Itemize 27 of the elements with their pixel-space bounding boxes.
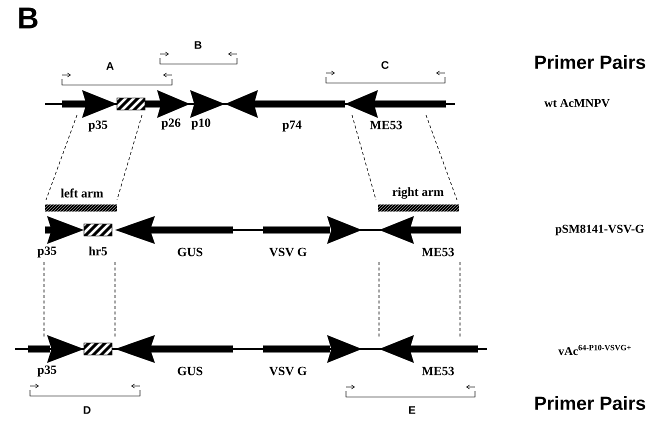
panel-letter: B bbox=[19, 8, 38, 28]
gene-label: VSV G bbox=[269, 248, 307, 256]
gene-label: p26 bbox=[161, 118, 180, 130]
gene-label: p74 bbox=[282, 120, 302, 132]
construct-name: $\text{\bfseries vAc}^{\text{\bfseries 64-P10-VSVG+}}$ bbox=[558, 344, 631, 356]
primer-pair-letter: D bbox=[84, 406, 91, 414]
arm-label: left arm bbox=[60, 188, 104, 198]
gene-label: p35 bbox=[37, 366, 56, 376]
gene-label: p35 bbox=[88, 120, 108, 132]
primer-pair-letter: B bbox=[194, 41, 202, 49]
gene-label: ME53 bbox=[422, 248, 454, 256]
primer-pair-letter: A bbox=[106, 62, 114, 70]
gene-label: VSV G bbox=[269, 366, 307, 376]
gene-label: p35 bbox=[37, 246, 56, 258]
gene-label: p10 bbox=[191, 118, 210, 130]
primer-pair-letter: C bbox=[382, 61, 389, 69]
construct-name: wt AcMNPV bbox=[544, 98, 610, 108]
gene-label: ME53 bbox=[422, 366, 454, 376]
gene-label: hr5 bbox=[88, 246, 107, 256]
section-heading: Primer Pairs bbox=[535, 55, 646, 69]
construct-name: pSM8141-VSV-G bbox=[555, 224, 644, 236]
gene-label: ME53 bbox=[370, 120, 402, 130]
arm-label: right arm bbox=[392, 187, 444, 199]
section-heading: Primer Pairs bbox=[535, 396, 646, 410]
gene-label: GUS bbox=[178, 366, 202, 376]
primer-pair-letter: E bbox=[409, 406, 416, 414]
gene-label: GUS bbox=[178, 248, 202, 256]
